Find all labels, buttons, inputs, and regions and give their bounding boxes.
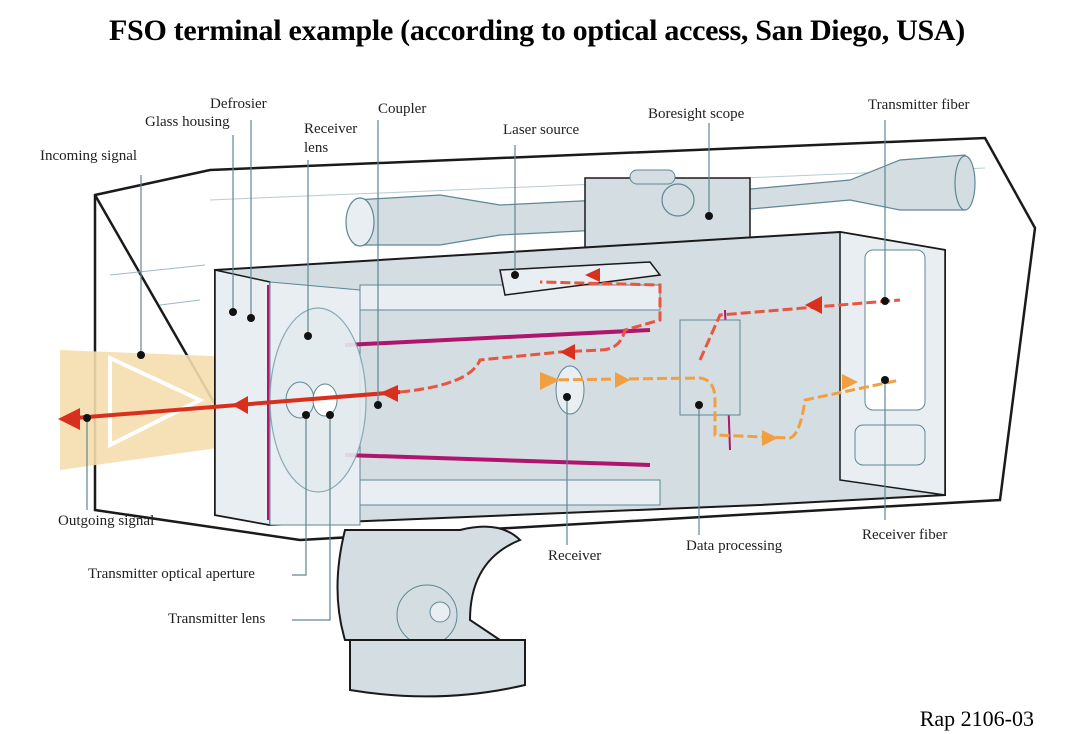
diagram-title: FSO terminal example (according to optic…: [109, 14, 965, 47]
label-receiver-lens-line2: lens: [304, 140, 329, 156]
label-transmitter-fiber: Transmitter fiber: [868, 97, 970, 113]
label-laser-source: Laser source: [503, 122, 580, 138]
label-coupler: Coupler: [378, 101, 427, 117]
label-receiver: Receiver: [548, 548, 602, 564]
signal-paths: [58, 268, 901, 446]
label-transmitter-lens: Transmitter lens: [168, 611, 266, 627]
label-outgoing-signal: Outgoing signal: [58, 513, 155, 529]
label-incoming-signal: Incoming signal: [40, 148, 138, 164]
transmit-arrow-head: [232, 396, 248, 414]
label-boresight-scope: Boresight scope: [648, 106, 745, 122]
callout-leaders: [83, 120, 889, 621]
label-defrosier: Defrosier: [210, 96, 267, 112]
outgoing-arrow-head: [58, 408, 80, 430]
label-receiver-fiber: Receiver fiber: [862, 527, 948, 543]
figure-reference: Rap 2106-03: [919, 706, 1034, 731]
label-transmitter-optical-aperture: Transmitter optical aperture: [88, 566, 255, 582]
label-receiver-lens-line1: Receiver: [304, 121, 358, 137]
label-data-processing: Data processing: [686, 538, 783, 554]
pan-tilt-mount: [336, 525, 526, 698]
label-glass-housing: Glass housing: [145, 114, 230, 130]
